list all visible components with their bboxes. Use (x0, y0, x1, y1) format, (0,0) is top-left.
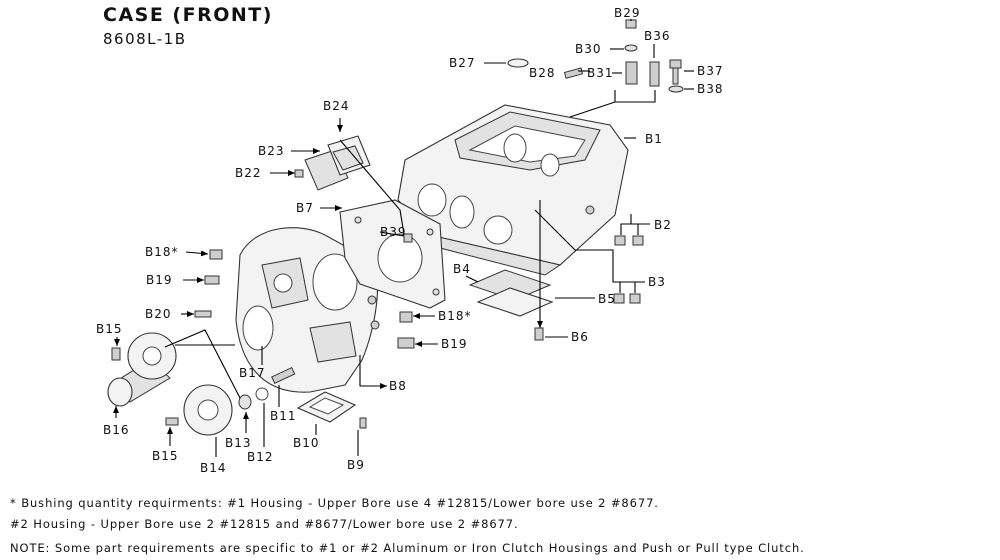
label-b3: B3 (648, 275, 666, 289)
part-b18-top (209, 249, 223, 260)
label-b19-bottom: B19 (441, 337, 468, 351)
label-b13: B13 (225, 436, 252, 450)
part-b31 (625, 61, 638, 85)
callout-labels: B29 B30 B36 B31 B37 B38 B27 B28 B1 B2 B3… (96, 6, 724, 475)
label-b2: B2 (654, 218, 672, 232)
label-b38: B38 (697, 82, 724, 96)
label-b14: B14 (200, 461, 227, 475)
part-b36 (649, 61, 660, 87)
part-b3b (629, 293, 641, 304)
part-b19-top (204, 275, 220, 285)
label-b4: B4 (453, 262, 471, 276)
label-b20: B20 (145, 307, 172, 321)
case-housing-b1 (397, 104, 629, 276)
label-b7: B7 (296, 201, 314, 215)
label-b10: B10 (293, 436, 320, 450)
label-b31: B31 (587, 66, 614, 80)
part-b37-head (669, 59, 682, 69)
part-b15-bottom (165, 417, 179, 426)
label-b22: B22 (235, 166, 262, 180)
part-b3a (613, 293, 625, 304)
part-b22 (294, 169, 304, 178)
footnote-bushing-housing-2: #2 Housing - Upper Bore use 2 #12815 and… (10, 517, 519, 531)
part-b37-shank (672, 67, 679, 85)
part-b39 (403, 233, 413, 243)
label-b39: B39 (380, 225, 407, 239)
hardware-parts (111, 19, 684, 429)
part-b27 (507, 58, 529, 68)
label-b19-top: B19 (146, 273, 173, 287)
part-b13 (238, 394, 252, 410)
label-b18-top: B18* (145, 245, 179, 259)
pto-cover-b4-b5 (468, 269, 554, 317)
clutch-housing-b8 (235, 227, 380, 393)
diagram-title: CASE (FRONT) (103, 4, 273, 26)
input-shaft-b16 (107, 332, 177, 407)
label-b30: B30 (575, 42, 602, 56)
part-b2b (632, 235, 644, 246)
part-b30 (624, 44, 638, 52)
part-b29 (625, 19, 637, 29)
label-b16: B16 (103, 423, 130, 437)
label-b27: B27 (449, 56, 476, 70)
label-b9: B9 (347, 458, 365, 472)
part-b18-bottom (399, 311, 413, 323)
bearing-retainer-b14 (183, 384, 233, 436)
exploded-parts-diagram: B29 B30 B36 B31 B37 B38 B27 B28 B1 B2 B3… (96, 6, 724, 475)
part-b6 (534, 327, 544, 341)
label-b17: B17 (239, 366, 266, 380)
label-b5: B5 (598, 292, 616, 306)
label-b18-bottom: B18* (438, 309, 472, 323)
part-b2a (614, 235, 626, 246)
diagram-part-number: 8608L-1B (103, 30, 187, 48)
cover-plates-b23-b24 (304, 135, 371, 191)
part-b15-top (111, 347, 121, 361)
footnote-bushing-housing-1: * Bushing quantity requirments: #1 Housi… (10, 496, 659, 510)
part-b11 (271, 366, 296, 384)
part-b20 (194, 310, 212, 318)
label-b29: B29 (614, 6, 641, 20)
label-b28: B28 (529, 66, 556, 80)
label-b15-bottom: B15 (152, 449, 179, 463)
plate-b10 (296, 391, 357, 423)
label-b24: B24 (323, 99, 350, 113)
label-b12: B12 (247, 450, 274, 464)
footnote-general-note: NOTE: Some part requirements are specifi… (10, 541, 805, 555)
label-b1: B1 (645, 132, 663, 146)
part-b9 (359, 417, 367, 429)
label-b37: B37 (697, 64, 724, 78)
label-b8: B8 (389, 379, 407, 393)
label-b15-top: B15 (96, 322, 123, 336)
part-b19-bottom (397, 337, 415, 349)
part-b28 (563, 67, 584, 79)
label-b36: B36 (644, 29, 671, 43)
leader-lines (113, 19, 694, 457)
label-b23: B23 (258, 144, 285, 158)
label-b11: B11 (270, 409, 297, 423)
gasket-b7 (339, 199, 446, 309)
part-b12 (255, 387, 269, 401)
label-b6: B6 (571, 330, 589, 344)
part-b38 (668, 85, 684, 93)
